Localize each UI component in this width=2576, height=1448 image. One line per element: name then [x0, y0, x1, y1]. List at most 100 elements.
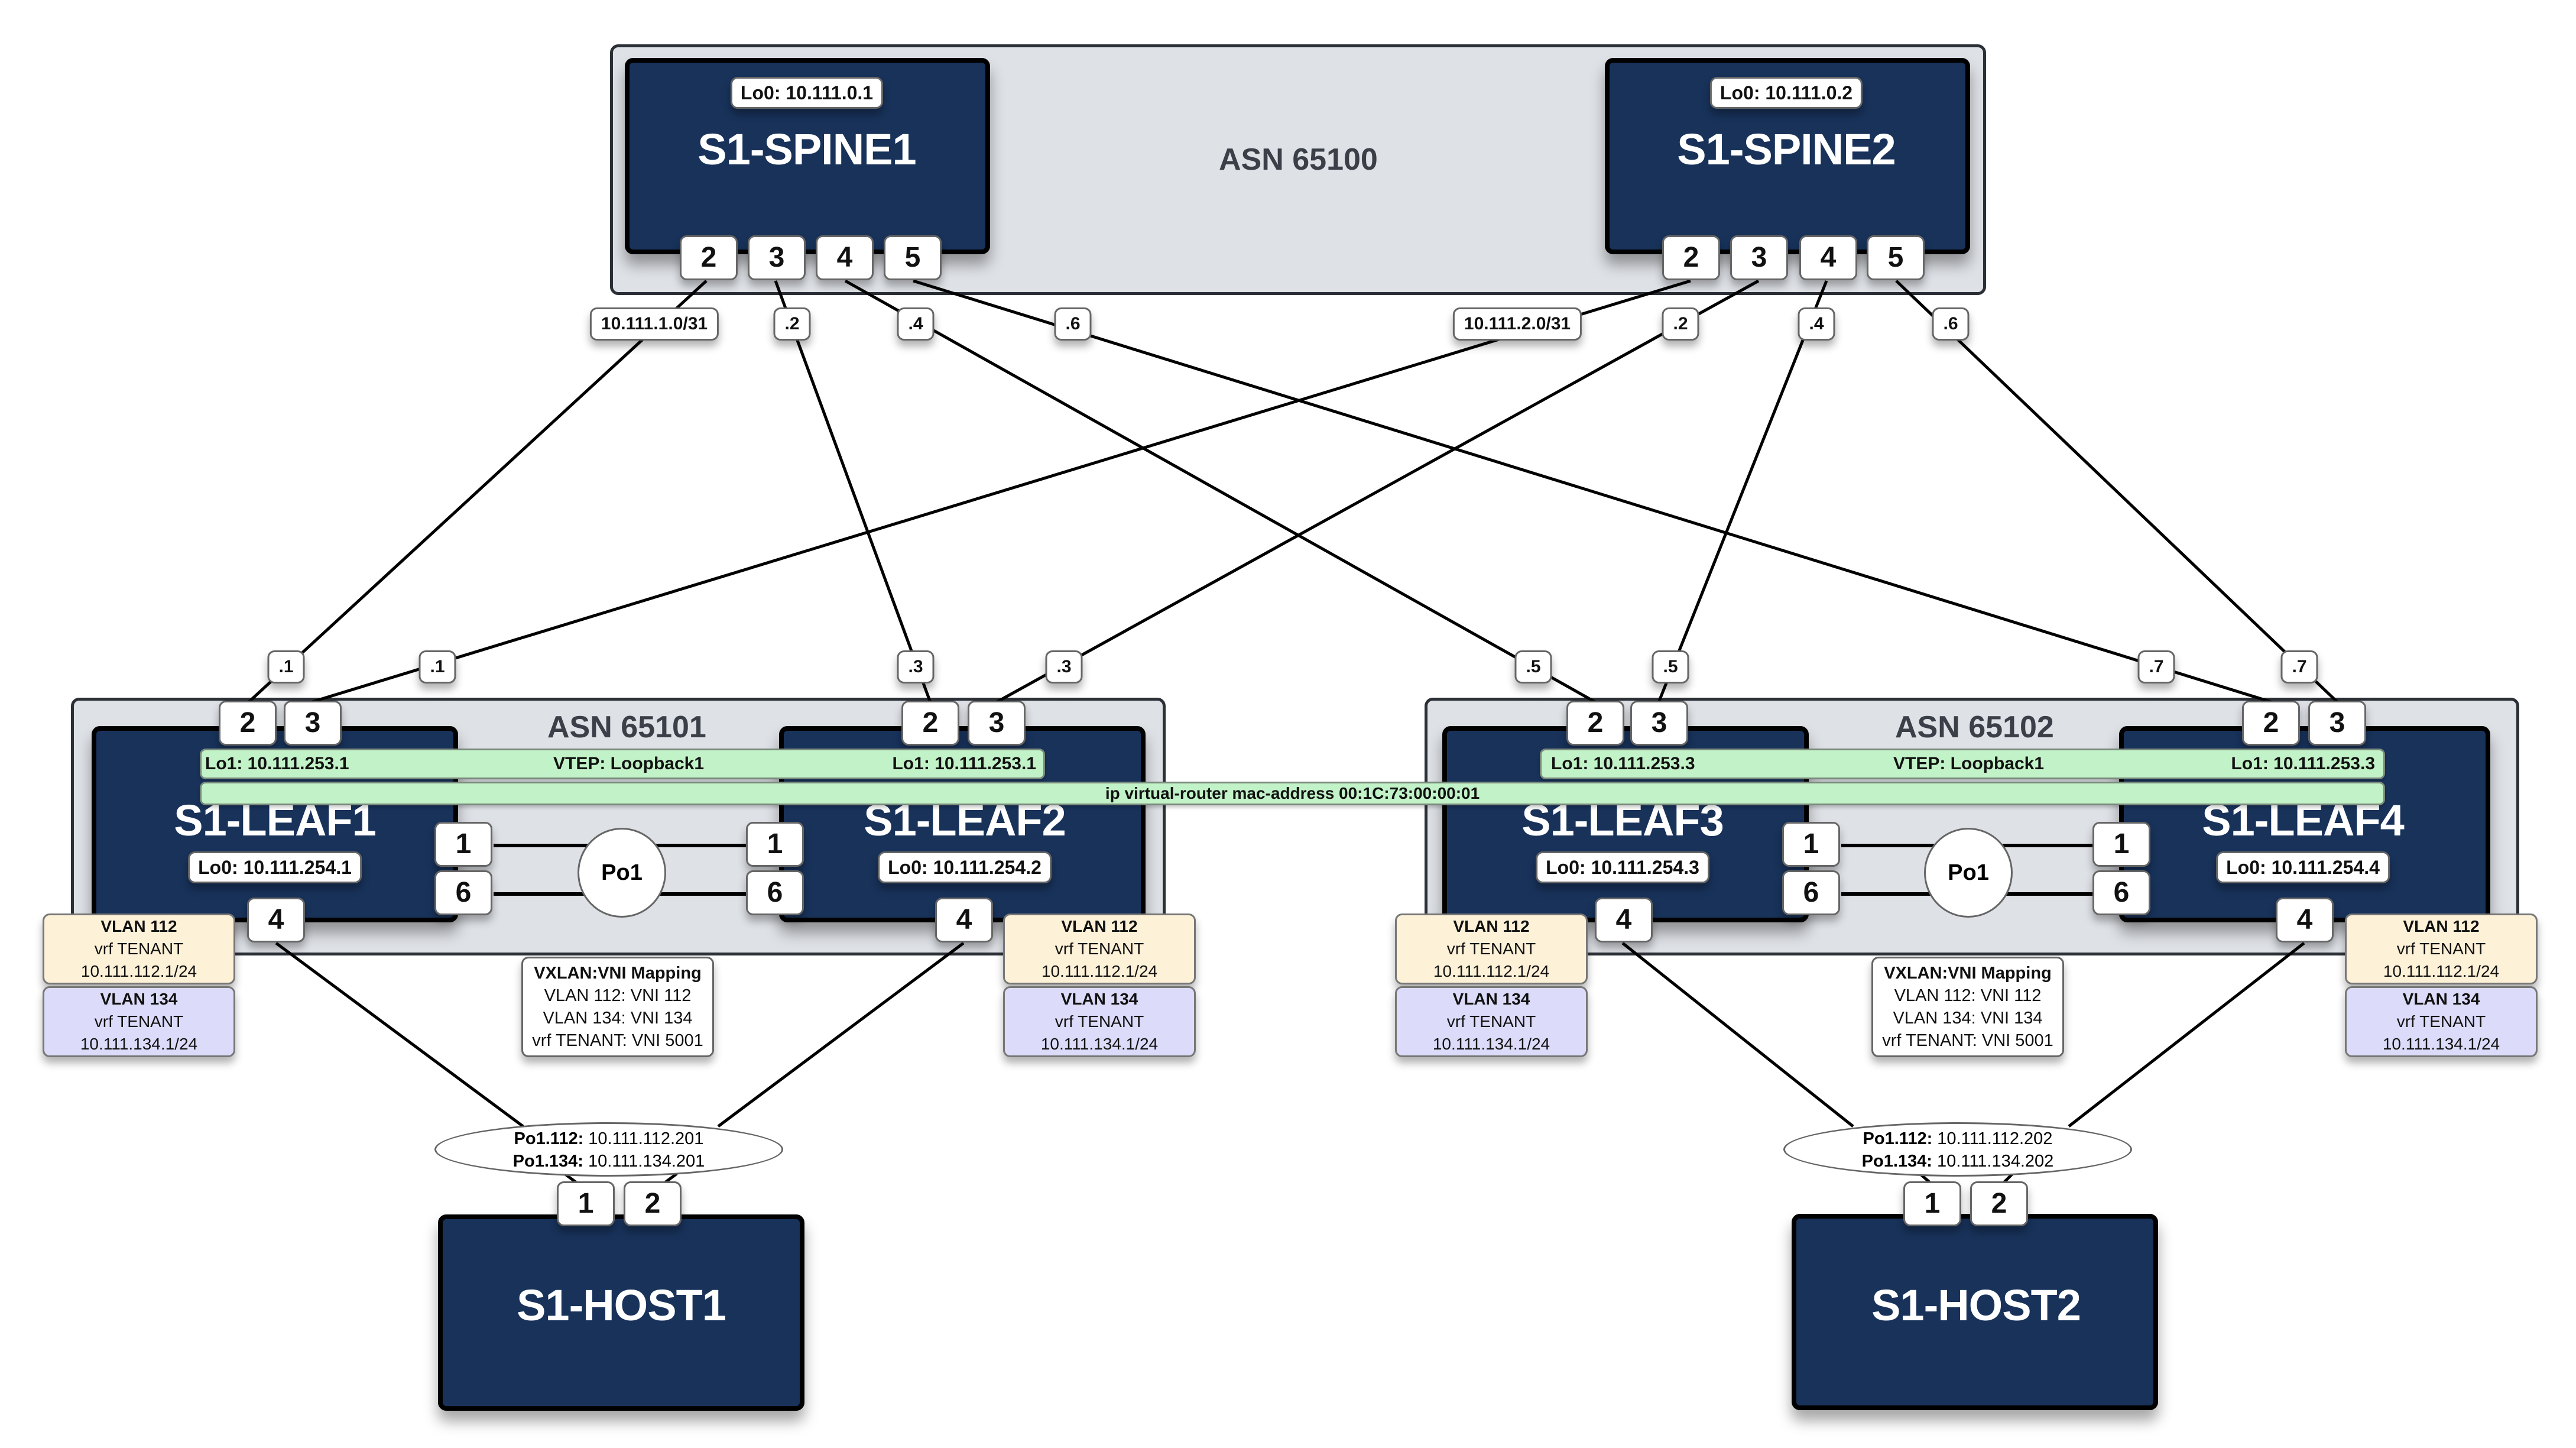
leaf-pair1-vtep-bar: Lo1: 10.111.253.1 VTEP: Loopback1 Lo1: 1… [200, 749, 1045, 779]
spine1-link-subnet-label: 10.111.1.0/31 [589, 307, 719, 341]
leaf1-link-label-p3: .1 [418, 650, 456, 683]
vlan-vrf: vrf TENANT [2396, 1012, 2486, 1031]
leaf3-vlan134-box: VLAN 134 vrf TENANT 10.111.134.1/24 [1395, 986, 1588, 1057]
leaf-pair1-asn-label: ASN 65101 [547, 710, 706, 744]
vlan-vrf: vrf TENANT [1055, 940, 1144, 958]
link-leaf3-p4-host2 [1621, 942, 1854, 1128]
link-spine2-p3-leaf2-p3 [995, 279, 1760, 704]
host1-port-2[interactable]: 2 [624, 1181, 682, 1226]
leaf1-vlan134-box: VLAN 134 vrf TENANT 10.111.134.1/24 [43, 986, 235, 1057]
link-spine2-p5-leaf4-p3 [1895, 280, 2339, 704]
leaf2-link-label-p2: .3 [897, 650, 935, 683]
leaf4-port-1[interactable]: 1 [2092, 822, 2150, 867]
host2-port-2[interactable]: 2 [1970, 1181, 2028, 1226]
leaf1-port-1[interactable]: 1 [434, 822, 492, 867]
virtual-router-mac-label: ip virtual-router mac-address 00:1C:73:0… [1105, 784, 1480, 802]
leaf4-port-3[interactable]: 3 [2308, 701, 2366, 746]
leaf-pair1-vni-mapping: VXLAN:VNI Mapping VLAN 112: VNI 112 VLAN… [521, 957, 714, 1057]
leaf2-lo1-label: Lo1: 10.111.253.1 [892, 754, 1036, 773]
virtual-router-mac-bar: ip virtual-router mac-address 00:1C:73:0… [200, 782, 2385, 805]
spine2-name: S1-SPINE2 [1677, 125, 1896, 174]
vlan-ip: 10.111.112.1/24 [1041, 962, 1158, 980]
leaf1-vlan112-box: VLAN 112 vrf TENANT 10.111.112.1/24 [43, 913, 235, 984]
leaf2-link-label-p3: .3 [1045, 650, 1083, 683]
vlan-title: VLAN 134 [1060, 990, 1138, 1008]
leaf1-port-4[interactable]: 4 [247, 898, 305, 942]
leaf2-port-4[interactable]: 4 [935, 898, 993, 942]
vlan-ip: 10.111.134.1/24 [1040, 1035, 1159, 1053]
leaf1-port-3[interactable]: 3 [284, 701, 342, 746]
leaf3-lo0-label: Lo0: 10.111.254.3 [1536, 851, 1709, 883]
spine1-port-4[interactable]: 4 [816, 235, 874, 280]
leaf4-port-6[interactable]: 6 [2092, 870, 2150, 915]
vni-mapping-line: VLAN 112: VNI 112 [1894, 986, 2042, 1005]
leaf2-lo0-label: Lo0: 10.111.254.2 [878, 851, 1052, 883]
spine2-port-3[interactable]: 3 [1730, 235, 1788, 280]
leaf3-lo1-label: Lo1: 10.111.253.3 [1551, 754, 1695, 773]
spine2-link-label-p5: .6 [1932, 307, 1970, 341]
host1-device[interactable] [438, 1214, 804, 1411]
leaf4-vlan112-box: VLAN 112 vrf TENANT 10.111.112.1/24 [2345, 913, 2538, 984]
vlan-title: VLAN 134 [2402, 990, 2480, 1008]
leaf1-port-2[interactable]: 2 [219, 701, 277, 746]
host2-port-1[interactable]: 1 [1903, 1181, 1961, 1226]
leaf4-port-4[interactable]: 4 [2276, 898, 2334, 942]
vni-mapping-line: VLAN 134: VNI 134 [543, 1009, 693, 1028]
leaf2-port-1[interactable]: 1 [746, 822, 804, 867]
vlan-ip: 10.111.112.1/24 [2383, 962, 2500, 980]
spine2-port-2[interactable]: 2 [1662, 235, 1720, 280]
vlan-vrf: vrf TENANT [1055, 1012, 1144, 1031]
host2-ip-ellipse: Po1.112: 10.111.112.202 Po1.134: 10.111.… [1783, 1122, 2132, 1177]
leaf3-vlan112-box: VLAN 112 vrf TENANT 10.111.112.1/24 [1395, 913, 1588, 984]
spine1-link-label-p3: .2 [773, 307, 811, 341]
host2-name: S1-HOST2 [1871, 1281, 2081, 1330]
vlan-ip: 10.111.112.1/24 [1433, 962, 1550, 980]
host1-po1-134: Po1.134: 10.111.134.201 [512, 1152, 705, 1171]
vlan-vrf: vrf TENANT [2396, 940, 2486, 958]
leaf1-lo1-label: Lo1: 10.111.253.1 [205, 754, 349, 773]
vlan-ip: 10.111.134.1/24 [80, 1035, 198, 1053]
link-spine2-p2-leaf1-p3 [310, 279, 1691, 704]
spine2-port-5[interactable]: 5 [1867, 235, 1925, 280]
spine2-link-subnet-label: 10.111.2.0/31 [1452, 307, 1582, 341]
leaf3-port-3[interactable]: 3 [1630, 701, 1688, 746]
leaf-pair1-vtep-label: VTEP: Loopback1 [553, 754, 705, 773]
spine2-link-label-p4: .4 [1798, 307, 1835, 341]
vlan-title: VLAN 112 [1453, 917, 1530, 935]
vni-mapping-line: vrf TENANT: VNI 5001 [1882, 1031, 2053, 1050]
spine1-lo0-label: Lo0: 10.111.0.1 [730, 77, 884, 109]
vni-mapping-title: VXLAN:VNI Mapping [1884, 964, 2052, 983]
host2-device[interactable] [1792, 1214, 2158, 1410]
vlan-vrf: vrf TENANT [1446, 940, 1536, 958]
leaf4-port-2[interactable]: 2 [2242, 701, 2300, 746]
leaf2-port-6[interactable]: 6 [746, 870, 804, 915]
spine2-link-label-p3: .2 [1662, 307, 1699, 341]
host1-port-1[interactable]: 1 [557, 1181, 615, 1226]
leaf3-port-2[interactable]: 2 [1566, 701, 1624, 746]
spine2-lo0-label: Lo0: 10.111.0.2 [1709, 77, 1863, 109]
leaf-pair1-po1: Po1 [578, 828, 666, 918]
leaf3-link-label-p2: .5 [1514, 650, 1552, 683]
leaf1-port-6[interactable]: 6 [434, 870, 492, 915]
leaf-pair2-vtep-label: VTEP: Loopback1 [1893, 754, 2045, 773]
vni-mapping-line: VLAN 112: VNI 112 [544, 986, 692, 1005]
vlan-title: VLAN 134 [100, 990, 178, 1008]
leaf2-port-2[interactable]: 2 [901, 701, 959, 746]
spine1-port-3[interactable]: 3 [748, 235, 806, 280]
spine2-port-4[interactable]: 4 [1799, 235, 1857, 280]
leaf3-link-label-p3: .5 [1652, 650, 1689, 683]
spine1-port-2[interactable]: 2 [680, 235, 738, 280]
vlan-ip: 10.111.134.1/24 [1432, 1035, 1550, 1053]
leaf-pair2-po1: Po1 [1924, 828, 2013, 918]
vlan-title: VLAN 112 [100, 917, 177, 935]
leaf3-port-1[interactable]: 1 [1782, 822, 1840, 867]
leaf2-port-3[interactable]: 3 [968, 701, 1026, 746]
leaf4-lo1-label: Lo1: 10.111.253.3 [2231, 754, 2375, 773]
leaf2-vlan134-box: VLAN 134 vrf TENANT 10.111.134.1/24 [1003, 986, 1196, 1057]
link-spine1-p5-leaf4-p2 [913, 279, 2273, 704]
leaf3-port-4[interactable]: 4 [1595, 898, 1653, 942]
spine1-port-5[interactable]: 5 [884, 235, 942, 280]
host1-ip-ellipse: Po1.112: 10.111.112.201 Po1.134: 10.111.… [434, 1122, 783, 1177]
leaf3-port-6[interactable]: 6 [1782, 870, 1840, 915]
